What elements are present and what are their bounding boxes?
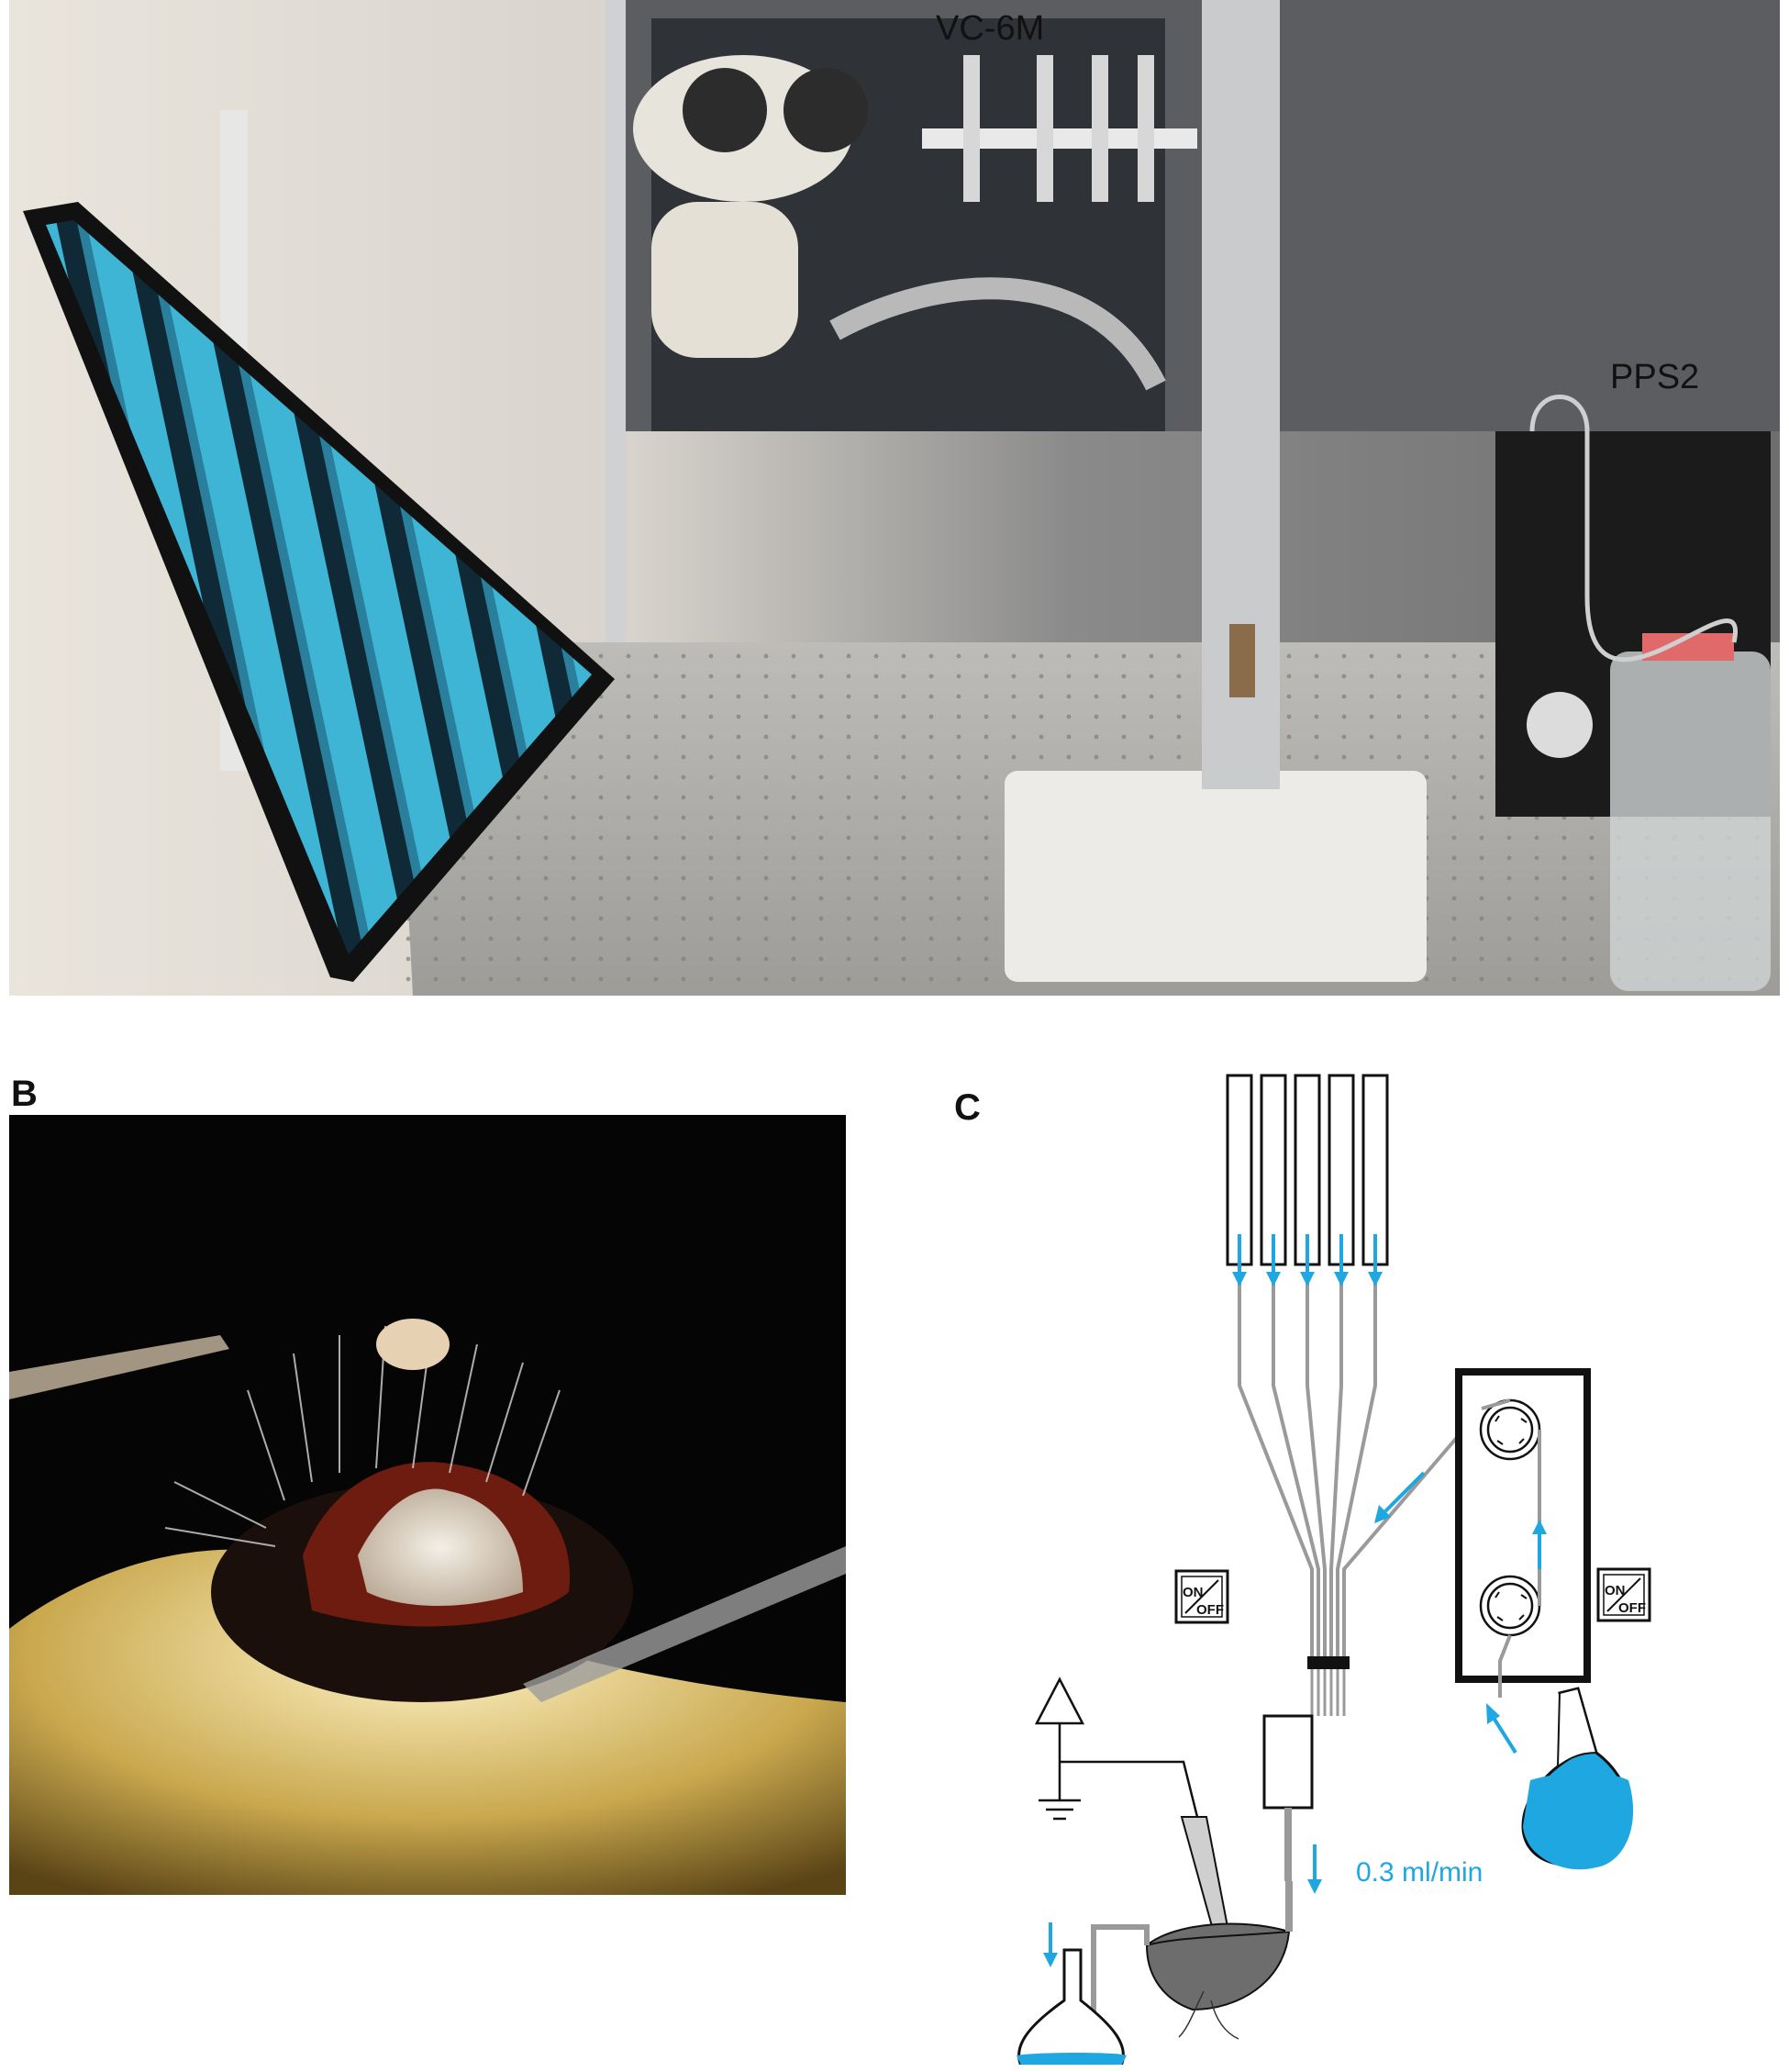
panel-a-photo: VC-6M PPS2 — [9, 0, 1780, 996]
switch-on-text: ON — [1183, 1585, 1204, 1600]
manifold-clamp — [1307, 1656, 1350, 1669]
preparation-dish — [1145, 1922, 1291, 2040]
pump-on-off-switch: ON OFF — [1596, 1567, 1651, 1622]
panel-c-letter: C — [954, 1087, 981, 1128]
peristaltic-pump — [1455, 1368, 1591, 1698]
waste-flask — [1017, 1948, 1127, 2065]
pump-rotor-bottom — [1479, 1575, 1541, 1637]
pump-label: PPS2 — [1610, 358, 1700, 396]
switch-off-text: OFF — [1196, 1602, 1224, 1618]
flow-rate-arrow — [1307, 1844, 1322, 1894]
pump-flow-arrows — [1374, 1471, 1547, 1755]
panel-b-photo — [9, 1115, 846, 1895]
mixing-chamber — [1262, 1714, 1314, 1810]
panel-b-letter: B — [11, 1074, 38, 1114]
fly-preparation-illustration — [9, 1115, 846, 1895]
supply-flask — [1521, 1687, 1634, 1870]
flow-rate-label: 0.3 ml/min — [1356, 1857, 1483, 1888]
waste-tube — [1091, 1924, 1150, 2028]
manifold-on-off-switch: ON OFF — [1174, 1569, 1229, 1624]
pump-switch-on-text: ON — [1605, 1583, 1626, 1599]
pump-switch-off-text: OFF — [1618, 1600, 1646, 1616]
perfusion-schematic: ON OFF 0.3 ml/min — [1017, 1074, 1651, 2065]
lab-setup-illustration — [9, 0, 1780, 996]
ground-electrode — [1034, 1677, 1231, 1963]
pump-rotor-top — [1479, 1398, 1541, 1461]
reservoir-tubing — [1238, 1264, 1483, 1661]
flow-arrows-down — [1232, 1234, 1383, 1287]
syringe-valve-label: VC-6M — [936, 9, 1045, 48]
waste-flow-arrow — [1043, 1922, 1058, 1967]
